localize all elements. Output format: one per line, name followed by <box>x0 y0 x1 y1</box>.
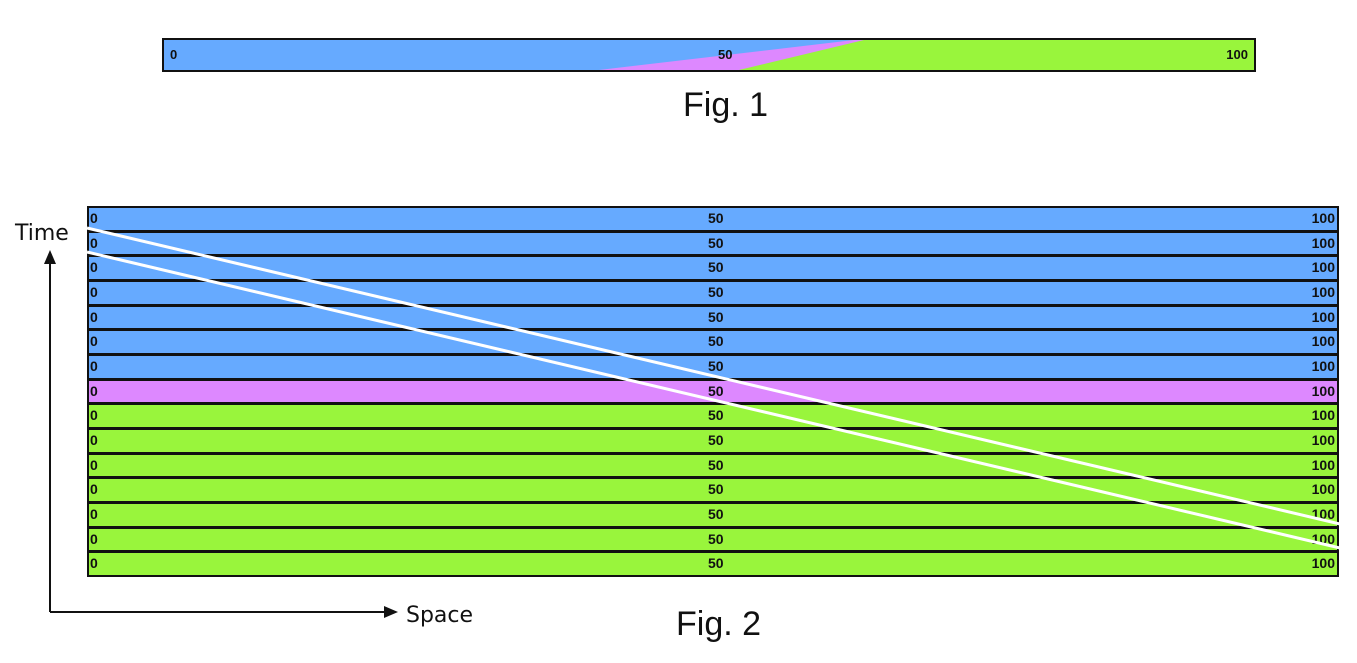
row-label-100: 100 <box>1311 284 1335 300</box>
space-axis-label: Space <box>406 603 474 628</box>
row-label-50: 50 <box>708 358 724 375</box>
row-label-0: 0 <box>90 555 98 572</box>
row-label-0: 0 <box>90 333 98 350</box>
row-label-50: 50 <box>708 555 724 572</box>
fig2-worldlines <box>86 226 1357 554</box>
time-axis-label: Time <box>15 221 69 246</box>
fig2-row: 0 50 100 <box>87 551 1339 578</box>
row-label-50: 50 <box>708 506 724 523</box>
row-label-50: 50 <box>708 407 724 424</box>
fig1-caption: Fig. 1 <box>683 86 769 124</box>
fig2-row: 0 50 100 <box>87 354 1339 380</box>
fig2-row: 0 50 100 <box>87 428 1339 454</box>
row-label-0: 0 <box>90 456 98 473</box>
fig2-spacetime-diagram: 0 50 100 0 50 100 0 50 100 0 50 100 0 50 100 0 50 100 0 50 1… <box>86 206 1357 578</box>
row-label-50: 50 <box>708 210 724 226</box>
row-label-0: 0 <box>90 506 98 523</box>
fig2-row: 0 50 100 <box>87 329 1339 355</box>
row-label-50: 50 <box>708 382 724 399</box>
row-label-0: 0 <box>90 284 98 300</box>
worldline-1 <box>86 226 1357 530</box>
row-label-0: 0 <box>90 407 98 424</box>
fig1-label-100: 100 <box>1226 47 1248 62</box>
fig2-row: 0 50 100 <box>87 304 1339 331</box>
fig1-label-50: 50 <box>718 47 733 62</box>
row-label-50: 50 <box>708 481 724 498</box>
fig2-row: 0 50 100 <box>87 230 1339 257</box>
row-label-50: 50 <box>708 308 724 325</box>
row-label-100: 100 <box>1311 407 1335 424</box>
fig2-row: 0 50 100 <box>87 378 1339 405</box>
row-label-100: 100 <box>1311 432 1335 449</box>
time-axis-arrowhead <box>44 250 56 264</box>
row-label-100: 100 <box>1311 333 1335 350</box>
row-label-0: 0 <box>90 530 98 547</box>
row-label-100: 100 <box>1311 234 1335 251</box>
fig2-caption: Fig. 2 <box>676 605 762 643</box>
fig1-label-0: 0 <box>170 47 178 62</box>
space-axis-arrowhead <box>384 606 398 618</box>
fig1-green-region <box>739 40 1254 70</box>
row-label-0: 0 <box>90 481 98 498</box>
row-label-50: 50 <box>708 530 724 547</box>
row-label-0: 0 <box>90 308 98 325</box>
row-label-50: 50 <box>708 284 724 300</box>
row-label-50: 50 <box>708 259 724 276</box>
row-label-50: 50 <box>708 456 724 473</box>
worldline-2 <box>86 250 1357 554</box>
row-label-100: 100 <box>1311 210 1335 226</box>
row-label-50: 50 <box>708 432 724 449</box>
row-label-100: 100 <box>1311 456 1335 473</box>
row-label-100: 100 <box>1311 259 1335 276</box>
row-label-100: 100 <box>1311 481 1335 498</box>
row-label-100: 100 <box>1311 382 1335 399</box>
row-label-100: 100 <box>1311 358 1335 375</box>
fig1-bar-fill <box>164 40 1254 70</box>
row-label-0: 0 <box>90 382 98 399</box>
row-label-100: 100 <box>1311 308 1335 325</box>
row-label-0: 0 <box>90 259 98 276</box>
row-label-0: 0 <box>90 432 98 449</box>
fig2-row: 0 50 100 <box>87 403 1339 430</box>
row-label-50: 50 <box>708 333 724 350</box>
row-label-0: 0 <box>90 358 98 375</box>
row-label-0: 0 <box>90 210 98 226</box>
fig1-gradient-bar: 0 50 100 <box>162 38 1256 72</box>
row-label-0: 0 <box>90 234 98 251</box>
row-label-100: 100 <box>1311 555 1335 572</box>
row-label-50: 50 <box>708 234 724 251</box>
